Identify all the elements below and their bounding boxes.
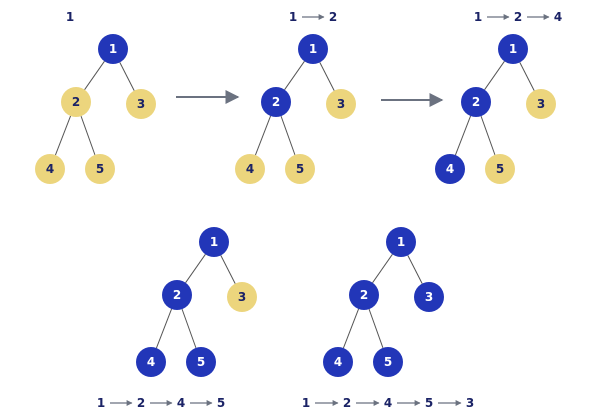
sequence-step-1: 1	[97, 396, 105, 410]
tree-node-4-visited	[435, 154, 465, 184]
tree-edge-1-2	[284, 61, 305, 90]
tree-edge-1-2	[484, 61, 505, 90]
panel-4: 1 2 3 4 5 1 2 4 5	[97, 227, 257, 410]
sequence-step-3: 4	[554, 10, 562, 24]
tree-edge-1-3	[319, 62, 335, 91]
tree-node-label: 2	[272, 95, 280, 109]
sequence-step-2: 2	[343, 396, 351, 410]
tree-edge-2-4	[454, 115, 472, 156]
tree-edge-1-3	[407, 255, 423, 284]
tree-edge-2-4	[254, 115, 272, 156]
tree-node-label: 1	[397, 235, 405, 249]
sequence-step-2: 2	[329, 10, 337, 24]
tree-node-label: 3	[137, 97, 145, 111]
tree-node-3-unvisited	[326, 89, 356, 119]
tree-edge-2-4	[342, 308, 360, 349]
tree-node-1-visited	[199, 227, 229, 257]
tree-node-4-visited	[136, 347, 166, 377]
sequence-step-1: 1	[302, 396, 310, 410]
sequence-step-1: 1	[289, 10, 297, 24]
tree-edge-2-5	[368, 308, 384, 349]
sequence-step-2: 2	[514, 10, 522, 24]
tree-node-2-unvisited	[61, 87, 91, 117]
sequence-step-1: 1	[474, 10, 482, 24]
tree-node-5-visited	[186, 347, 216, 377]
panel-5: 1 2 3 4 5 1 2 4 5 3	[302, 227, 474, 410]
tree-node-label: 5	[384, 355, 392, 369]
tree-node-4-unvisited	[235, 154, 265, 184]
tree-node-5-unvisited	[485, 154, 515, 184]
tree-node-5-unvisited	[85, 154, 115, 184]
tree-node-2-visited	[461, 87, 491, 117]
tree-node-label: 5	[296, 162, 304, 176]
tree-node-label: 5	[496, 162, 504, 176]
tree-node-label: 4	[446, 162, 454, 176]
tree-node-2-visited	[349, 280, 379, 310]
tree-edge-1-3	[119, 62, 135, 91]
tree-node-label: 4	[334, 355, 342, 369]
panel-1: 1 2 3 4 5 1	[35, 10, 156, 184]
sequence-step-2: 2	[137, 396, 145, 410]
tree-node-label: 2	[173, 288, 181, 302]
tree-edge-1-3	[220, 255, 236, 284]
tree-node-1-visited	[386, 227, 416, 257]
tree-node-1-visited	[298, 34, 328, 64]
tree-node-3-unvisited	[526, 89, 556, 119]
sequence-step-3: 4	[384, 396, 392, 410]
sequence-step-4: 5	[217, 396, 225, 410]
tree-edge-2-5	[80, 115, 96, 156]
tree-node-label: 4	[147, 355, 155, 369]
sequence-step-5: 3	[466, 396, 474, 410]
tree-node-label: 4	[46, 162, 54, 176]
tree-edge-2-5	[181, 308, 197, 349]
tree-node-label: 3	[425, 290, 433, 304]
tree-node-5-visited	[373, 347, 403, 377]
tree-node-1-visited	[98, 34, 128, 64]
tree-node-label: 2	[72, 95, 80, 109]
tree-node-label: 1	[109, 42, 117, 56]
tree-node-3-visited	[414, 282, 444, 312]
panel-3: 1 2 3 4 5 1 2 4	[435, 10, 562, 184]
tree-node-label: 1	[509, 42, 517, 56]
panel-2: 1 2 3 4 5 1 2	[235, 10, 356, 184]
sequence-step-3: 4	[177, 396, 185, 410]
tree-node-label: 3	[337, 97, 345, 111]
tree-node-label: 5	[197, 355, 205, 369]
tree-node-label: 5	[96, 162, 104, 176]
tree-node-label: 1	[210, 235, 218, 249]
tree-node-label: 3	[537, 97, 545, 111]
tree-edge-2-5	[480, 115, 496, 156]
tree-edge-2-4	[155, 308, 173, 349]
tree-node-1-visited	[498, 34, 528, 64]
tree-edge-2-5	[280, 115, 296, 156]
sequence-step-4: 5	[425, 396, 433, 410]
tree-node-2-visited	[162, 280, 192, 310]
tree-node-label: 1	[309, 42, 317, 56]
tree-edge-2-4	[54, 115, 72, 156]
tree-node-label: 2	[472, 95, 480, 109]
tree-node-2-visited	[261, 87, 291, 117]
tree-node-label: 3	[238, 290, 246, 304]
tree-node-label: 4	[246, 162, 254, 176]
sequence-step-1: 1	[66, 10, 74, 24]
tree-node-5-unvisited	[285, 154, 315, 184]
tree-edge-1-2	[372, 254, 393, 283]
tree-node-label: 2	[360, 288, 368, 302]
tree-edge-1-2	[84, 61, 105, 90]
tree-node-3-unvisited	[126, 89, 156, 119]
tree-node-4-visited	[323, 347, 353, 377]
tree-edge-1-3	[519, 62, 535, 91]
tree-edge-1-2	[185, 254, 206, 283]
tree-node-3-unvisited	[227, 282, 257, 312]
tree-node-4-unvisited	[35, 154, 65, 184]
